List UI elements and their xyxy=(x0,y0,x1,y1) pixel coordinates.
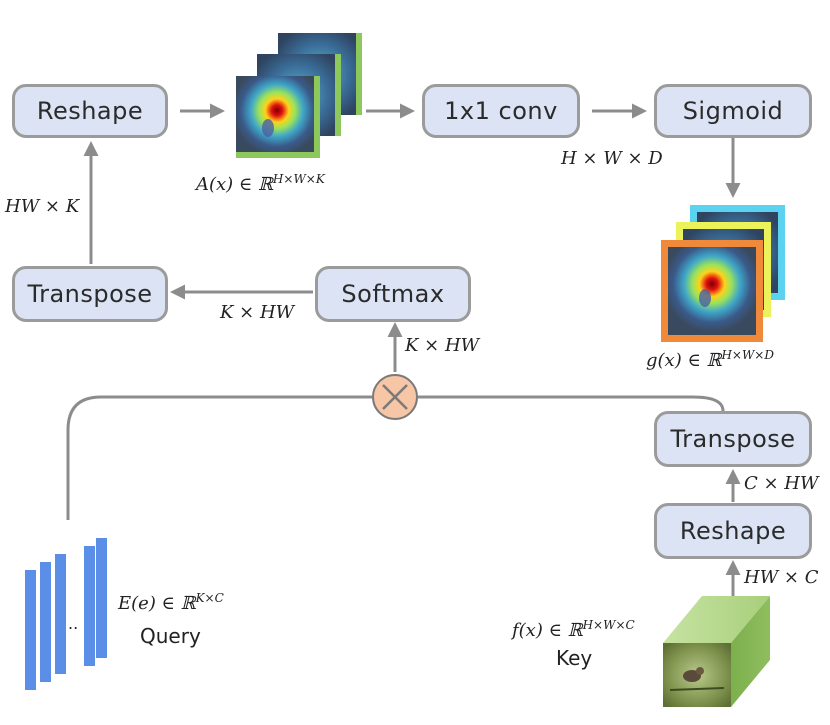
feature-cube-top xyxy=(663,596,770,643)
embedding-math-text: E(e) ∈ ℝ xyxy=(118,593,196,614)
key-label: Key xyxy=(556,646,593,670)
embedding-math-label: E(e) ∈ ℝK×C xyxy=(118,591,224,614)
feature-cube-side xyxy=(731,596,770,707)
attention-math-label: A(x) ∈ ℝH×W×K xyxy=(196,172,325,195)
attention-math-sup: H×W×K xyxy=(272,172,325,186)
feature-math-text: f(x) ∈ ℝ xyxy=(512,620,583,641)
query-embedding-bars xyxy=(25,538,107,690)
reshape-right-box: Reshape xyxy=(654,503,812,559)
connector-query-key-loop xyxy=(66,395,725,520)
output-math-text: g(x) ∈ ℝ xyxy=(646,350,722,371)
query-label: Query xyxy=(140,624,201,648)
multiply-circle-icon xyxy=(372,374,418,420)
attention-math-text: A(x) ∈ ℝ xyxy=(196,174,273,195)
dim-label-k-hw-left: K × HW xyxy=(220,302,295,323)
sigmoid-box: Sigmoid xyxy=(654,84,812,138)
query-bar-2 xyxy=(40,562,51,682)
softmax-box: Softmax xyxy=(315,266,471,322)
query-bar-3 xyxy=(55,554,66,674)
dim-label-k-hw-up: K × HW xyxy=(405,335,480,356)
dim-label-hw-k: HW × K xyxy=(5,196,80,217)
conv-box: 1x1 conv xyxy=(422,84,580,138)
attention-map-front xyxy=(236,76,320,158)
embedding-math-sup: K×C xyxy=(195,591,224,605)
output-map-stack xyxy=(661,205,785,342)
output-math-label: g(x) ∈ ℝH×W×D xyxy=(646,348,774,371)
feature-math-label: f(x) ∈ ℝH×W×C xyxy=(512,618,635,641)
connectors xyxy=(66,103,741,596)
feature-math-sup: H×W×C xyxy=(582,618,635,632)
attention-map-stack xyxy=(236,33,362,158)
query-ellipsis: .. xyxy=(68,614,79,633)
query-bar-4 xyxy=(84,546,95,666)
dim-label-c-hw: C × HW xyxy=(744,473,819,494)
reshape-top-box: Reshape xyxy=(12,84,168,138)
feature-cube xyxy=(663,596,770,707)
dim-label-hw-c: HW × C xyxy=(744,567,819,588)
transpose-right-box: Transpose xyxy=(654,411,812,467)
query-bar-1 xyxy=(25,570,36,690)
query-bar-5 xyxy=(96,538,107,658)
transpose-left-box: Transpose xyxy=(12,266,168,322)
output-math-sup: H×W×D xyxy=(721,348,774,362)
dim-label-h-w-d: H × W × D xyxy=(561,148,663,169)
